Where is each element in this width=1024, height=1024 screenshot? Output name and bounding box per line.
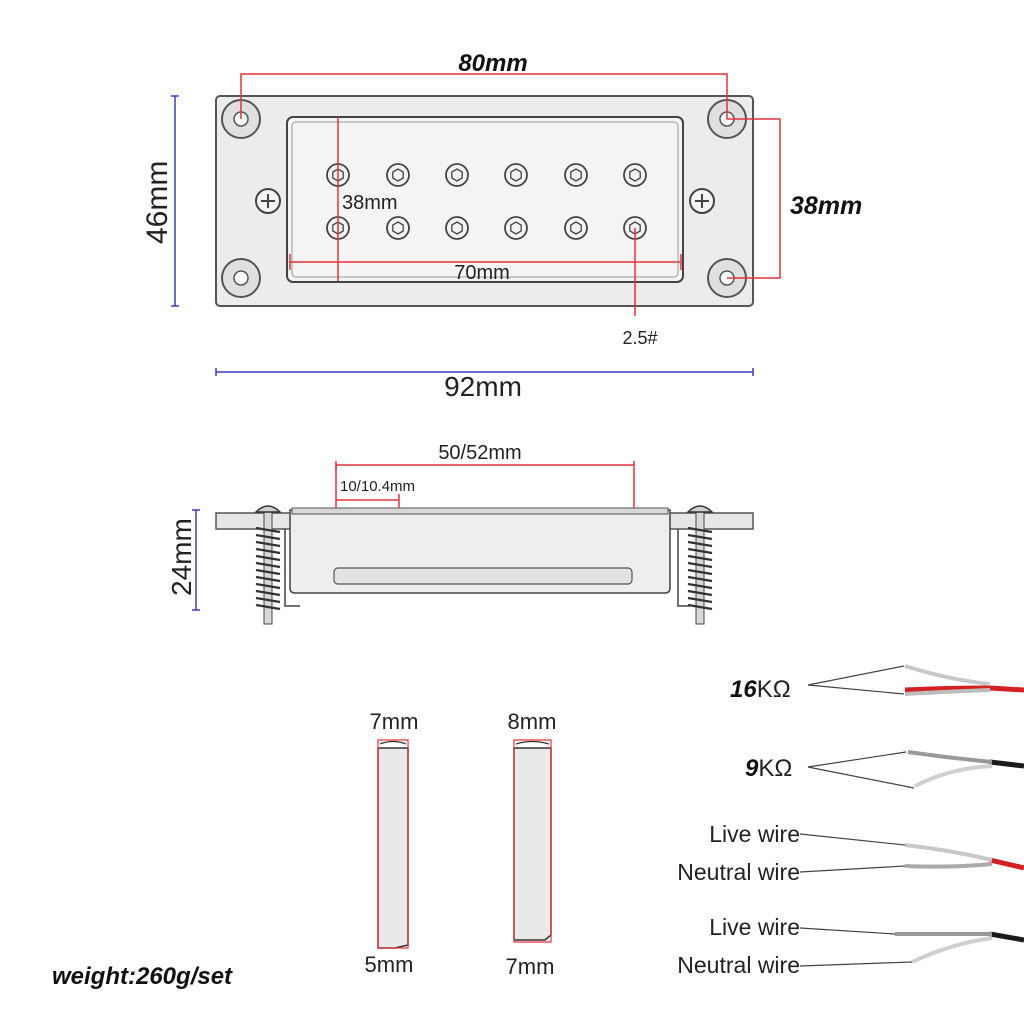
dim-92mm: 92mm: [215, 368, 754, 402]
neutral-wire-2-label: Neutral wire: [677, 952, 800, 978]
bar2-bottom-label: 7mm: [506, 954, 555, 979]
wire-pair-2: Live wire Neutral wire: [677, 914, 1024, 978]
live-wire-2-label: Live wire: [709, 914, 800, 940]
dim-92mm-label: 92mm: [444, 371, 522, 402]
pole-size-leader: 2.5#: [622, 228, 658, 348]
pole-size-label: 2.5#: [622, 328, 657, 348]
pole-piece: [445, 163, 469, 187]
res1-label: 16KΩ: [730, 676, 791, 703]
pole-piece: [623, 163, 647, 187]
pole-piece: [445, 216, 469, 240]
pickup-cover: [286, 116, 684, 283]
dim-38mm-right: 38mm: [727, 118, 862, 279]
top-view: 80mm 38mm 38mm 70mm 2.5# 46mm 9: [141, 50, 862, 402]
dim-24mm: 24mm: [166, 509, 200, 611]
side-view: 50/52mm 10/10.4mm 24mm: [166, 442, 754, 625]
screw-head-right-icon: [686, 505, 714, 513]
dim-38mm-inner: 38mm: [337, 117, 398, 281]
wires: 16KΩ 9KΩ Live wire Neutral wire Live wir…: [677, 664, 1024, 978]
magnet-bar-1: 7mm 5mm: [365, 709, 419, 977]
dim-50-52mm-label: 50/52mm: [438, 442, 521, 464]
pole-piece: [564, 216, 588, 240]
dim-38mm-right-label: 38mm: [790, 192, 862, 220]
dim-46mm-label: 46mm: [141, 161, 174, 244]
dim-10-10mm-label: 10/10.4mm: [340, 478, 415, 495]
res1-unit: KΩ: [757, 676, 791, 703]
magnet-bar-2: 8mm 7mm: [506, 709, 557, 979]
dim-70mm: 70mm: [289, 254, 682, 284]
dim-10-10mm: 10/10.4mm: [336, 478, 415, 508]
bar1-bottom-label: 5mm: [365, 952, 414, 977]
screw-head-left-icon: [254, 505, 282, 513]
screw-right-icon: [689, 188, 715, 214]
wire-16k: 16KΩ: [730, 664, 1024, 703]
dim-80mm-label: 80mm: [458, 50, 527, 77]
pole-pieces: [326, 163, 647, 240]
wire-pair-1: Live wire Neutral wire: [677, 821, 1024, 885]
bar1-top-label: 7mm: [370, 709, 419, 734]
live-wire-1-label: Live wire: [709, 821, 800, 847]
dim-70mm-label: 70mm: [454, 262, 510, 284]
mount-hole-bl: [221, 258, 261, 298]
pole-piece: [504, 216, 528, 240]
neutral-wire-1-label: Neutral wire: [677, 859, 800, 885]
wire-9k: 9KΩ: [745, 750, 1024, 789]
dim-38mm-inner-label: 38mm: [342, 192, 398, 214]
res2-value: 9: [745, 755, 759, 782]
dim-46mm: 46mm: [141, 95, 179, 307]
screw-left-icon: [255, 188, 281, 214]
pole-piece: [504, 163, 528, 187]
res1-value: 16: [730, 676, 757, 703]
res2-label: 9KΩ: [745, 755, 792, 782]
bar2-top-label: 8mm: [508, 709, 557, 734]
dim-24mm-label: 24mm: [166, 518, 197, 596]
pole-piece: [386, 163, 410, 187]
res2-unit: KΩ: [758, 755, 792, 782]
dim-80mm: 80mm: [240, 50, 728, 119]
pole-piece: [564, 163, 588, 187]
dim-50-52mm: 50/52mm: [335, 442, 635, 508]
pole-piece: [386, 216, 410, 240]
weight-label: weight:260g/set: [52, 963, 233, 990]
